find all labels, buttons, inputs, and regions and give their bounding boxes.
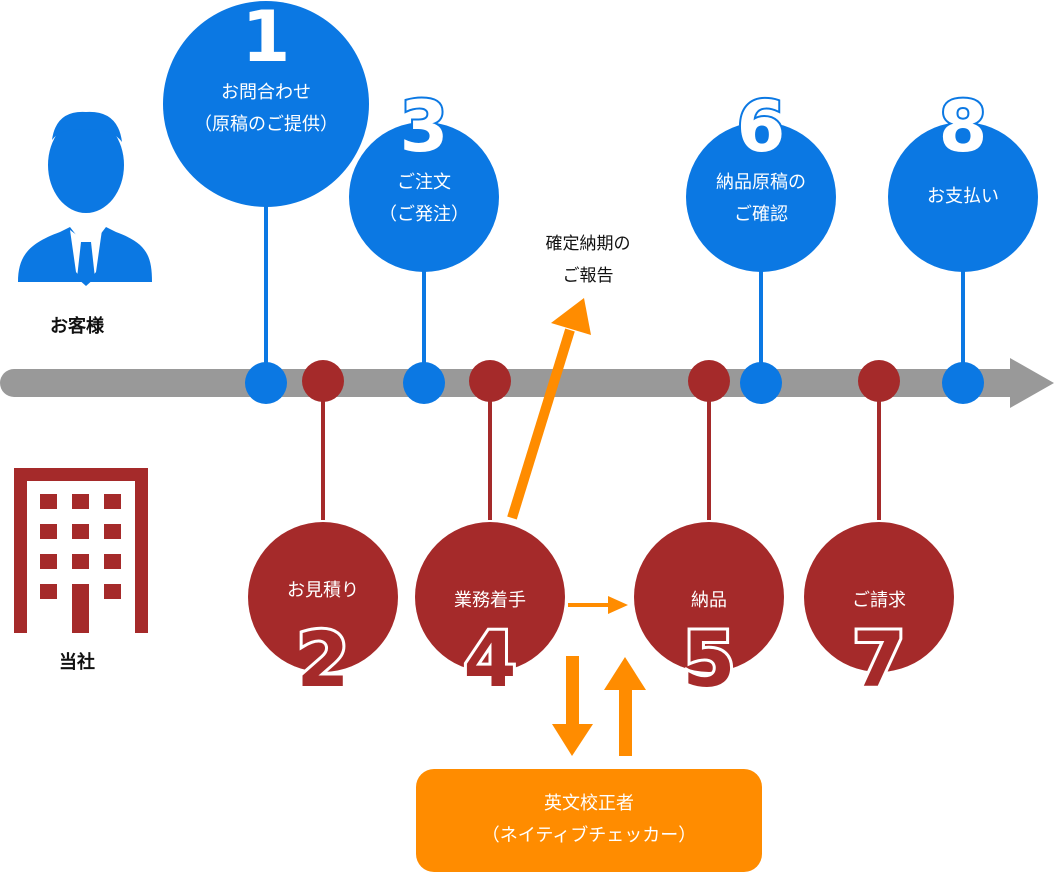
customer-step-3-circle: [349, 122, 499, 272]
deadline-report-label: 確定納期の ご報告: [546, 228, 631, 292]
company-step-5-label: 納品: [691, 590, 727, 611]
timeline-node-8: [942, 362, 984, 404]
proofreader-line1: 英文校正者: [544, 793, 634, 814]
customer-step-1-line2: （原稿のご提供）: [194, 114, 338, 135]
customer-step-6-label: 納品原稿の ご確認: [716, 167, 806, 231]
from-proofreader-arrowhead: [604, 657, 646, 690]
company-step-4-number: 4: [461, 615, 520, 704]
proofreader-label: 英文校正者 （ネイティブチェッカー）: [482, 788, 697, 852]
company-role-label: 当社: [59, 652, 95, 673]
customer-step-6-circle: [686, 122, 836, 272]
proofreader-box: [416, 769, 762, 872]
customer-step-3-line1: ご注文: [397, 172, 451, 193]
timeline-node-2: [302, 360, 344, 402]
company-step-2-circle: [248, 522, 398, 672]
to-proofreader-arrowhead: [552, 724, 593, 756]
timeline-node-6: [740, 362, 782, 404]
timeline-node-5: [688, 360, 730, 402]
deadline-report-line2: ご報告: [562, 266, 614, 286]
customer-role-label: お客様: [50, 316, 104, 337]
company-step-4-circle: [415, 522, 565, 672]
customer-step-1-number: 1: [240, 0, 293, 78]
timeline-arrowhead: [1010, 358, 1054, 408]
company-step-2-label: お見積り: [287, 580, 359, 601]
deadline-report-line1: 確定納期の: [545, 234, 631, 254]
company-step-7-circle: [804, 522, 954, 672]
customer-step-1-line1: お問合わせ: [221, 82, 311, 103]
office-building-icon: [14, 468, 148, 633]
customer-step-8-circle: [888, 122, 1038, 272]
timeline-node-3: [403, 362, 445, 404]
businessman-icon: [18, 111, 152, 286]
company-step-2-number: 2: [294, 615, 353, 704]
company-step-4-label: 業務着手: [454, 590, 526, 611]
customer-step-6-number: 6: [735, 86, 788, 168]
customer-step-3-number: 3: [398, 86, 451, 168]
deadline-report-arrow-shaft: [507, 328, 575, 520]
proofreader-line2: （ネイティブチェッカー）: [481, 825, 697, 846]
company-step-5-circle: [634, 522, 784, 672]
customer-step-1-label: お問合わせ （原稿のご提供）: [194, 77, 338, 141]
customer-step-3-label: ご注文 （ご発注）: [379, 167, 469, 231]
start-to-delivery-arrowhead: [608, 596, 628, 614]
to-proofreader-arrow-shaft: [566, 656, 579, 726]
timeline-node-7: [858, 360, 900, 402]
company-step-7-label: ご請求: [852, 590, 906, 611]
customer-step-8-label: お支払い: [927, 181, 999, 213]
timeline-node-4: [469, 360, 511, 402]
customer-step-8-number: 8: [937, 86, 990, 168]
customer-step-6-line1: 納品原稿の: [716, 172, 806, 193]
customer-step-6-line2: ご確認: [734, 204, 788, 225]
company-step-7-number: 7: [850, 615, 909, 704]
company-step-5-number: 5: [680, 615, 739, 704]
from-proofreader-arrow-shaft: [619, 688, 632, 756]
customer-step-1-circle: [163, 1, 369, 207]
timeline-node-1: [245, 362, 287, 404]
customer-step-8-line1: お支払い: [927, 186, 999, 207]
customer-step-3-line2: （ご発注）: [379, 204, 469, 225]
deadline-report-arrowhead: [551, 298, 591, 335]
